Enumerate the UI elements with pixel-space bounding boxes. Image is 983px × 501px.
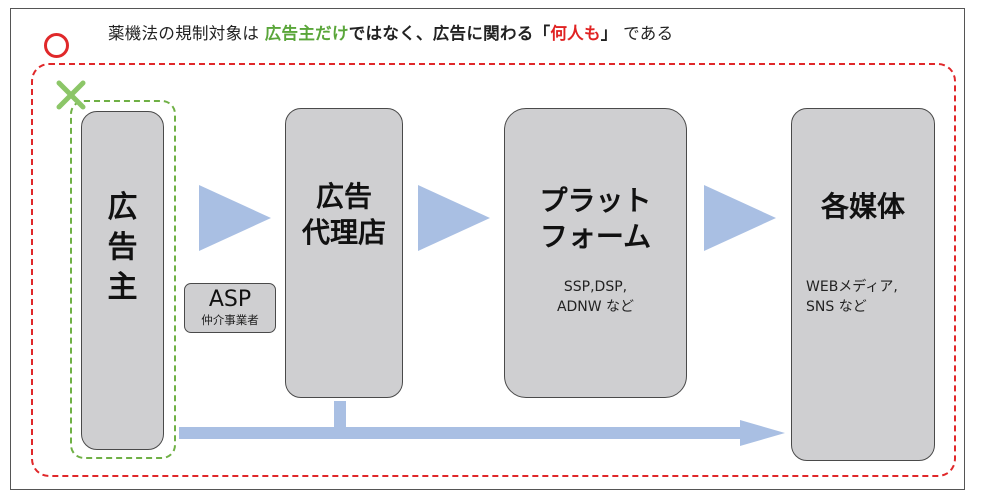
asp-box: ASP 仲介事業者: [184, 283, 276, 333]
arrow-advertiser-to-agency: [199, 185, 271, 251]
platform-title: プラット フォーム: [539, 184, 652, 253]
platform-box: プラット フォーム SSP,DSP, ADNW など: [504, 108, 687, 398]
headline-open-bracket: 「: [533, 24, 551, 43]
agency-title: 広告 代理店: [301, 180, 386, 249]
media-title: 各媒体: [820, 190, 905, 223]
headline: 薬機法の規制対象は 広告主だけではなく、広告に関わる「何人も」 である: [108, 20, 673, 44]
circle-mark-icon: [44, 33, 69, 58]
headline-part1: 薬機法の規制対象は: [108, 24, 260, 43]
asp-label: ASP: [208, 287, 252, 312]
arrow-platform-to-media: [704, 185, 776, 251]
platform-subtitle: SSP,DSP, ADNW など: [556, 279, 635, 315]
cross-mark-icon: [56, 80, 86, 110]
headline-close-bracket: 」: [600, 24, 618, 43]
arrow-agency-to-platform: [418, 185, 490, 251]
media-subtitle: WEBメディア, SNS など: [806, 279, 898, 315]
arrow-direct-to-media: [179, 401, 785, 446]
advertiser-only-border: [70, 100, 176, 459]
headline-advertiser-only: 広告主だけ: [264, 24, 349, 43]
agency-box: 広告 代理店: [285, 108, 403, 398]
advertiser-title: 広 告 主: [107, 190, 138, 305]
headline-anyone: 何人も: [550, 24, 601, 43]
advertiser-box: 広 告 主: [81, 111, 164, 450]
headline-part3: ではなく、広告に関わる: [348, 24, 534, 43]
asp-sublabel: 仲介事業者: [201, 313, 259, 327]
regulated-scope-border: [31, 63, 956, 477]
headline-part7: である: [623, 24, 674, 43]
media-box: 各媒体 WEBメディア, SNS など: [791, 108, 935, 461]
